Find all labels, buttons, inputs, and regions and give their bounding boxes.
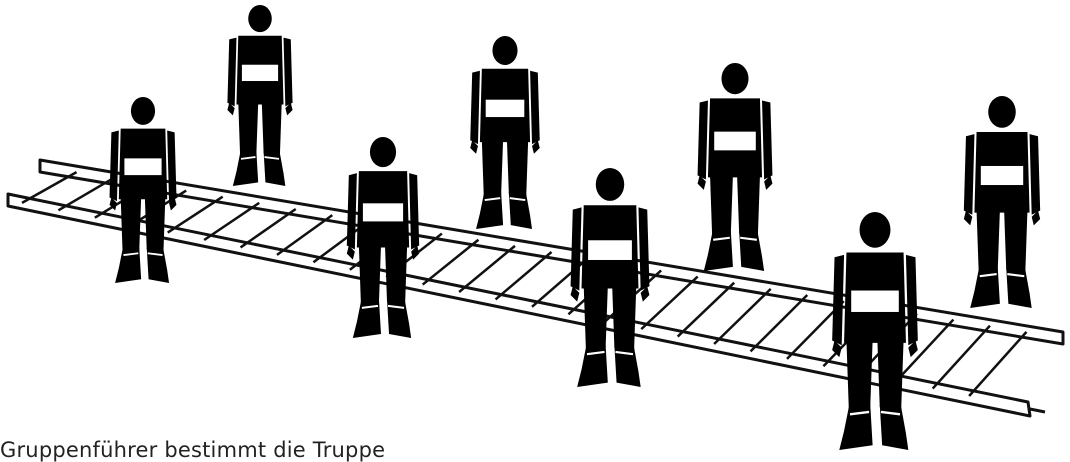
ladder-rung xyxy=(459,246,515,292)
figure-part xyxy=(284,38,293,107)
figure-part xyxy=(698,100,708,179)
ladder-rung xyxy=(241,209,296,247)
figure-part xyxy=(470,71,480,144)
firefighter-figure xyxy=(347,137,419,338)
ladder-rung xyxy=(277,215,332,255)
figure-part xyxy=(124,158,161,175)
figure-part xyxy=(492,36,517,65)
figure-part xyxy=(737,175,760,235)
firefighter-figure xyxy=(698,63,773,271)
figure-part xyxy=(638,207,649,290)
figure-part xyxy=(964,134,975,215)
firefighter-figure xyxy=(832,212,918,450)
figure-part xyxy=(1004,210,1027,271)
figure-part xyxy=(877,341,903,410)
figure-part xyxy=(714,132,756,151)
figure-part xyxy=(584,286,608,350)
ladder-rung xyxy=(423,240,479,285)
ladder-rung xyxy=(678,283,734,337)
firefighter-figure xyxy=(110,97,177,283)
figure-part xyxy=(1030,134,1041,215)
firefighter-figure xyxy=(470,36,539,229)
ladder-rung xyxy=(641,277,697,330)
figure-part xyxy=(385,246,407,304)
ladder-rung xyxy=(496,252,552,299)
figure-part xyxy=(145,197,165,251)
figure-part xyxy=(588,240,632,260)
figure-part xyxy=(851,291,899,312)
figure-part xyxy=(596,168,624,201)
figure-part xyxy=(238,103,258,155)
figure-part xyxy=(612,286,636,350)
ladder-rung xyxy=(933,326,990,389)
figure-part xyxy=(721,63,748,94)
figure-part xyxy=(571,207,582,290)
ladder-rung xyxy=(714,289,771,344)
figure-part xyxy=(248,5,272,32)
firefighter-group xyxy=(110,5,1041,450)
figure-part xyxy=(846,341,872,410)
figure-part xyxy=(507,140,528,196)
caption: Gruppenführer bestimmt die Truppe xyxy=(0,438,385,462)
ladder-rung xyxy=(751,295,808,351)
figure-part xyxy=(988,96,1016,128)
figure-part xyxy=(227,38,236,107)
figure-part xyxy=(359,246,381,304)
figure-part xyxy=(977,210,1000,271)
figure-part xyxy=(363,203,403,221)
figure-part xyxy=(262,103,282,155)
firefighter-figure xyxy=(227,5,292,186)
figure-part xyxy=(860,212,891,248)
ladder-rung xyxy=(168,197,223,233)
figure-part xyxy=(981,166,1023,185)
figure-part xyxy=(409,173,419,249)
firefighter-figure xyxy=(571,168,650,387)
ladder-front-rail-tip xyxy=(1030,409,1045,412)
figure-part xyxy=(482,140,503,196)
figure-part xyxy=(347,173,357,249)
figure-part xyxy=(832,255,844,345)
figure-part xyxy=(486,100,525,117)
ladder-rung xyxy=(58,178,113,210)
ladder-rung xyxy=(204,203,259,240)
figure-part xyxy=(906,255,918,345)
figure-part xyxy=(121,197,141,251)
figure-part xyxy=(242,65,278,81)
figure-part xyxy=(762,100,772,179)
figure-part xyxy=(530,71,540,144)
firefighter-figure xyxy=(964,96,1040,308)
figure-part xyxy=(131,97,155,125)
ladder-rung xyxy=(22,172,77,203)
figure-part xyxy=(370,137,396,167)
figure-part xyxy=(710,175,733,235)
ladder-rung xyxy=(969,332,1026,396)
figure-part xyxy=(110,130,119,201)
